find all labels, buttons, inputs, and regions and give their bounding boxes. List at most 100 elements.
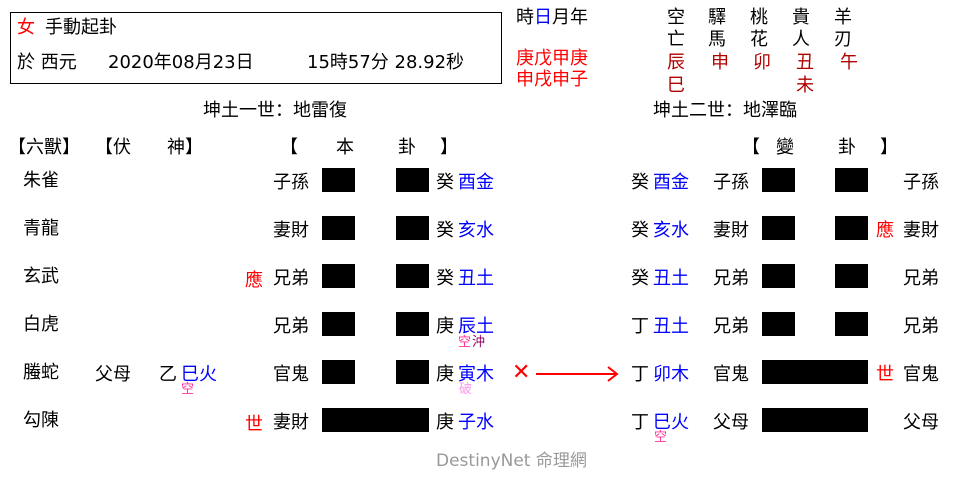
main-stem-4: 庚 xyxy=(436,364,454,385)
main-relation-3: 兄弟 xyxy=(273,316,309,337)
beast-2: 玄武 xyxy=(23,266,59,287)
shensha-kongwang-2: 亡 xyxy=(667,29,685,50)
main-marker-ying: 應 xyxy=(245,270,263,291)
main-branch-4: 寅木 xyxy=(458,364,494,385)
main-branch-5: 子水 xyxy=(458,412,494,433)
beast-5: 勾陳 xyxy=(23,410,59,431)
header-main-2: 卦 xyxy=(398,137,416,158)
beast-3: 白虎 xyxy=(23,314,59,335)
changed-yin-right-2 xyxy=(835,264,868,288)
shensha-taohua-2: 花 xyxy=(750,29,768,50)
changed-hexagram-title: 坤土二世：地澤臨 xyxy=(653,100,797,121)
changed-branch-0: 酉金 xyxy=(653,172,689,193)
main-yin-right-1 xyxy=(396,216,429,240)
main-yin-left-1 xyxy=(322,216,355,240)
gender-label: 女 xyxy=(17,17,35,38)
pillar-day-label: 日 xyxy=(534,7,552,28)
changed-rel-right-3: 兄弟 xyxy=(903,316,939,337)
shensha-kongwang-v2: 巳 xyxy=(667,75,685,96)
main-yin-left-3 xyxy=(322,312,355,336)
note-po-4: 破 xyxy=(459,382,473,397)
main-yin-right-3 xyxy=(396,312,429,336)
hidden-relation-4: 父母 xyxy=(95,364,131,385)
changed-relation-4: 官鬼 xyxy=(713,364,749,385)
shensha-guiren-1: 貴 xyxy=(792,7,810,28)
beast-4: 螣蛇 xyxy=(23,362,59,383)
main-stem-0: 癸 xyxy=(436,172,454,193)
changed-yang-5 xyxy=(762,408,868,432)
main-stem-1: 癸 xyxy=(436,220,454,241)
shensha-kongwang-1: 空 xyxy=(667,7,685,28)
main-yin-left-2 xyxy=(322,264,355,288)
changed-branch-2: 丑土 xyxy=(653,268,689,289)
changed-rel-right-4: 官鬼 xyxy=(903,364,939,385)
hidden-note-kong-4: 空 xyxy=(181,382,195,397)
changed-stem-4: 丁 xyxy=(631,364,649,385)
main-yin-right-0 xyxy=(396,168,429,192)
changed-relation-3: 兄弟 xyxy=(713,316,749,337)
header-changed-2: 卦 xyxy=(838,137,856,158)
main-branch-0: 酉金 xyxy=(458,172,494,193)
header-main-open: 【 xyxy=(280,137,298,158)
changed-rel-right-0: 子孫 xyxy=(903,172,939,193)
changed-rel-right-1: 妻財 xyxy=(903,220,939,241)
changed-marker-ying: 應 xyxy=(876,220,894,241)
changed-yin-left-2 xyxy=(762,264,795,288)
changed-marker-shi: 世 xyxy=(876,364,894,385)
main-branch-3: 辰土 xyxy=(458,316,494,337)
main-yin-right-2 xyxy=(396,264,429,288)
hidden-stem-4: 乙 xyxy=(159,364,177,385)
method-label: 手動起卦 xyxy=(45,17,117,38)
shensha-yima-2: 馬 xyxy=(708,29,726,50)
main-yin-left-4 xyxy=(322,360,355,384)
changed-branch-1: 亥水 xyxy=(653,220,689,241)
main-yin-right-4 xyxy=(396,360,429,384)
footer-brand: DestinyNet 命理網 xyxy=(436,451,587,471)
shensha-kongwang-v1: 辰 xyxy=(667,52,685,73)
info-box xyxy=(10,12,502,84)
date-prefix: 於 西元 xyxy=(17,52,77,73)
changed-rel-right-5: 父母 xyxy=(903,412,939,433)
header-main-1: 本 xyxy=(336,137,354,158)
main-hexagram-title: 坤土一世：地雷復 xyxy=(203,100,347,121)
changed-yin-left-3 xyxy=(762,312,795,336)
changed-branch-3: 丑土 xyxy=(653,316,689,337)
changed-relation-5: 父母 xyxy=(713,412,749,433)
changed-yin-left-1 xyxy=(762,216,795,240)
shensha-yangren-2: 刃 xyxy=(834,29,852,50)
changed-relation-0: 子孫 xyxy=(713,172,749,193)
header-main-close: 】 xyxy=(440,137,458,158)
changed-stem-1: 癸 xyxy=(631,220,649,241)
changed-stem-5: 丁 xyxy=(631,412,649,433)
changed-stem-2: 癸 xyxy=(631,268,649,289)
changed-note-kong-5: 空 xyxy=(654,430,668,445)
changed-yin-left-0 xyxy=(762,168,795,192)
main-branch-2: 丑土 xyxy=(458,268,494,289)
pillar-stems: 庚戊甲庚 xyxy=(516,48,588,69)
changed-yang-4 xyxy=(762,360,868,384)
main-branch-1: 亥水 xyxy=(458,220,494,241)
changed-stem-0: 癸 xyxy=(631,172,649,193)
moving-line-cross-icon: ✕ xyxy=(512,360,531,385)
hidden-branch-4: 巳火 xyxy=(181,364,217,385)
main-relation-4: 官鬼 xyxy=(273,364,309,385)
pillar-labels: 時日月年 xyxy=(516,9,588,27)
main-relation-5: 妻財 xyxy=(273,412,309,433)
shensha-taohua-1: 桃 xyxy=(750,7,768,28)
shensha-guiren-v2: 未 xyxy=(796,75,814,96)
shensha-yangren-v1: 午 xyxy=(840,52,858,73)
shensha-yima-1: 驛 xyxy=(708,7,726,28)
changed-branch-4: 卯木 xyxy=(653,364,689,385)
changed-relation-2: 兄弟 xyxy=(713,268,749,289)
shensha-taohua-v1: 卯 xyxy=(753,52,771,73)
header-changed-open: 【 xyxy=(742,137,760,158)
main-stem-3: 庚 xyxy=(436,316,454,337)
beast-1: 青龍 xyxy=(23,218,59,239)
pillar-year-label: 年 xyxy=(570,7,588,28)
arrow-head-icon xyxy=(607,366,619,382)
pillar-month-label: 月 xyxy=(552,7,570,28)
changed-relation-1: 妻財 xyxy=(713,220,749,241)
beast-0: 朱雀 xyxy=(23,170,59,191)
changed-yin-right-3 xyxy=(835,312,868,336)
changed-yin-right-1 xyxy=(835,216,868,240)
